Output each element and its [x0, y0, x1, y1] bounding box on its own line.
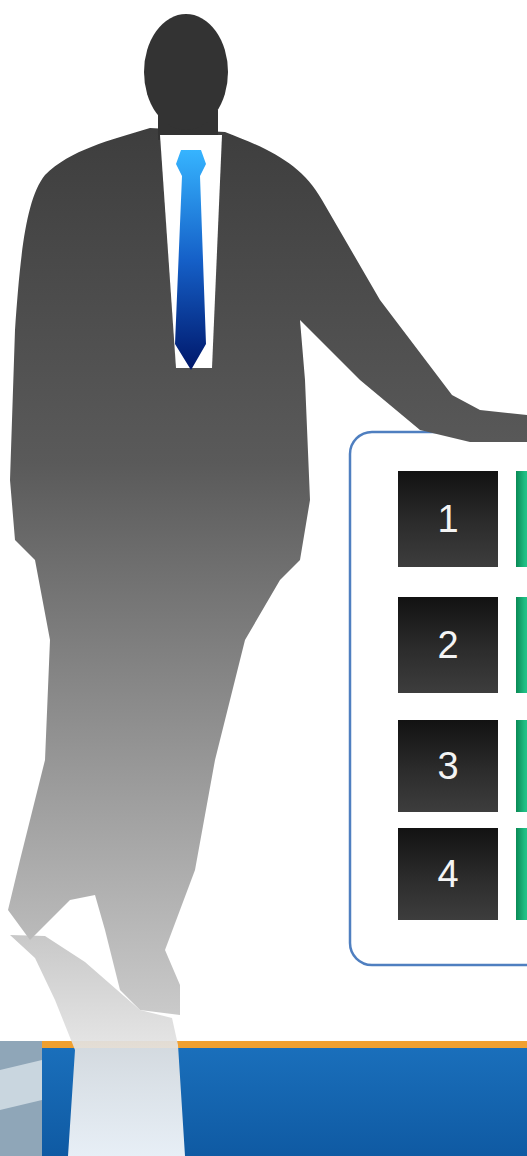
green-bar — [516, 471, 527, 567]
step-number: 4 — [437, 855, 458, 893]
businessman-silhouette — [8, 128, 527, 1015]
footer-photo — [0, 1041, 42, 1156]
footer-photo-detail — [0, 1060, 42, 1110]
step-number: 1 — [437, 500, 458, 538]
green-bar — [516, 597, 527, 693]
step-number: 3 — [437, 747, 458, 785]
panel-frame — [350, 432, 527, 965]
number-box: 2 — [398, 597, 498, 693]
step-number: 2 — [437, 626, 458, 664]
green-bar — [516, 828, 527, 920]
number-box: 1 — [398, 471, 498, 567]
number-box: 4 — [398, 828, 498, 920]
necktie — [175, 150, 206, 370]
silhouette-head — [144, 14, 228, 130]
number-box: 3 — [398, 720, 498, 812]
green-bar — [516, 720, 527, 812]
